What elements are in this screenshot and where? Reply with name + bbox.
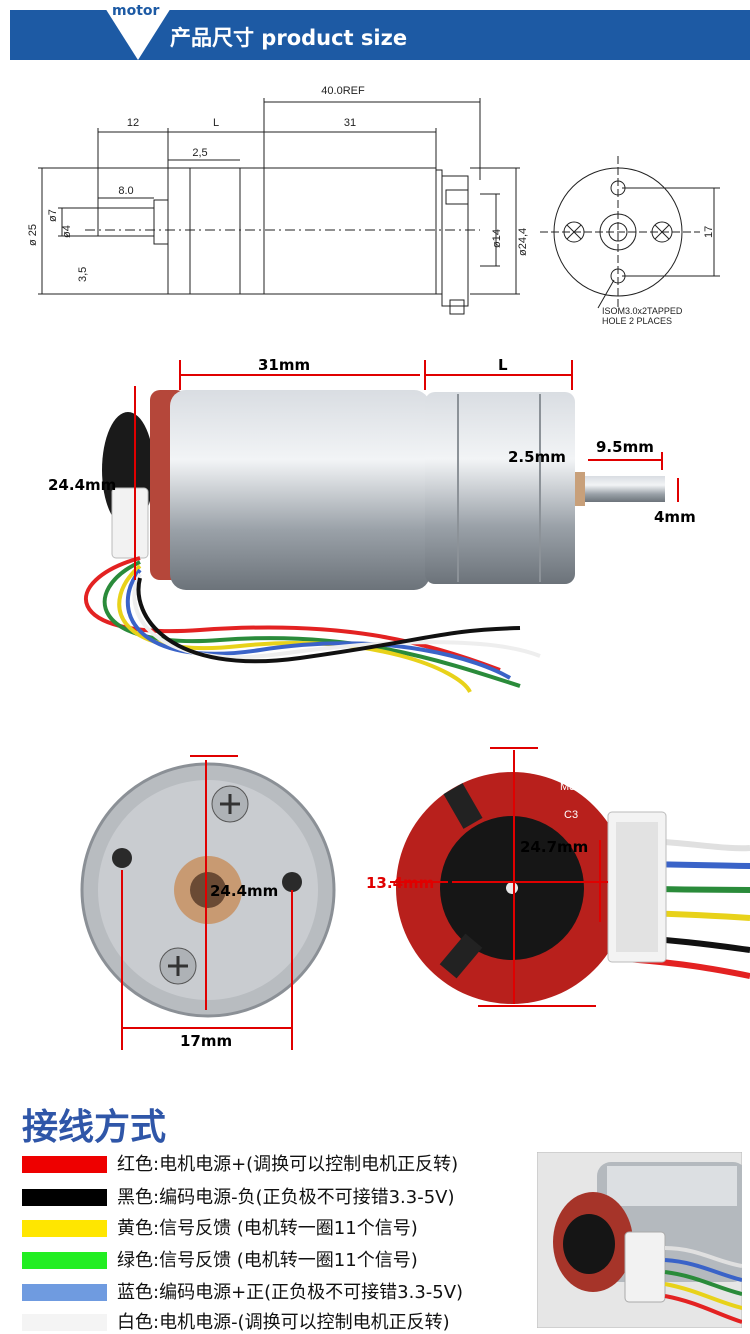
wire-swatch-green	[22, 1252, 107, 1269]
dim-40ref: 40.0REF	[321, 85, 365, 97]
dim-8: 8.0	[118, 185, 133, 197]
pcb-m3: M3	[560, 781, 575, 793]
wire-text-white: 白色:电机电源-(调换可以控制电机正反转)	[117, 1312, 450, 1333]
wire-text-green: 绿色:信号反馈 (电机转一圈11个信号)	[117, 1250, 418, 1271]
header-tag: motor	[112, 3, 160, 19]
encoder-end-photo: M3 C3 24.7mm 13.4mm	[366, 747, 750, 1007]
motor-thumbnail-photo	[537, 1152, 742, 1328]
dim-phi24-4: ø24,4	[517, 228, 529, 256]
wire-swatch-yellow	[22, 1220, 107, 1237]
note-line2: HOLE 2 PLACES	[602, 316, 672, 326]
wire-swatch-blue	[22, 1284, 107, 1301]
pcb-c3: C3	[564, 809, 578, 821]
wire-text-blue: 蓝色:编码电源+正(正负极不可接错3.3-5V)	[117, 1282, 464, 1303]
dim-31: 31	[344, 117, 356, 129]
wire-row-white: 白色:电机电源-(调换可以控制电机正反转)	[22, 1308, 542, 1333]
dim-phi14: ø14	[491, 229, 503, 248]
wire-text-yellow: 黄色:信号反馈 (电机转一圈11个信号)	[117, 1218, 418, 1239]
header-notch	[100, 0, 176, 60]
wire-swatch-black	[22, 1189, 107, 1206]
wire-swatch-red	[22, 1156, 107, 1173]
dim-phi25: ø 25	[27, 224, 39, 246]
dim-2-5: 2,5	[192, 147, 207, 159]
header-title: 产品尺寸 product size	[170, 26, 408, 50]
wire-row-green: 绿色:信号反馈 (电机转一圈11个信号)	[22, 1246, 542, 1271]
gearbox	[425, 392, 575, 584]
dim-L: L	[213, 117, 219, 129]
wire-swatch-white	[22, 1314, 107, 1331]
wire-row-red: 红色:电机电源+(调换可以控制电机正反转)	[22, 1150, 542, 1175]
label-hole-spacing: 17mm	[180, 1032, 232, 1050]
dimension-drawing: 40.0REF 12 L 31 2,5 8.0 ø 25 ø7 ø4 3,5 ø…	[27, 85, 720, 326]
note-line1: ISOM3.0x2TAPPED	[602, 306, 683, 316]
wire-row-yellow: 黄色:信号反馈 (电机转一圈11个信号)	[22, 1214, 542, 1239]
motor-body	[170, 390, 430, 590]
label-shaft-len: 9.5mm	[596, 438, 654, 456]
label-dia-24-4: 24.4mm	[48, 476, 116, 494]
wire-row-blue: 蓝色:编码电源+正(正负极不可接错3.3-5V)	[22, 1278, 542, 1303]
label-L: L	[498, 356, 508, 374]
wire-text-black: 黑色:编码电源-负(正负极不可接错3.3-5V)	[117, 1187, 455, 1208]
label-encoder-inner: 13.4mm	[366, 874, 434, 892]
label-31mm: 31mm	[258, 356, 310, 374]
dim-12: 12	[127, 117, 139, 129]
connector	[111, 487, 149, 559]
label-encoder-dia: 24.7mm	[520, 838, 588, 856]
wiring-title: 接线方式	[22, 1107, 167, 1148]
label-flange: 2.5mm	[508, 448, 566, 466]
motor-side-photo: 31mm L 24.4mm 2.5mm 9.5mm 4mm	[48, 356, 696, 694]
gearbox-end-photo: 24.4mm 17mm	[80, 755, 336, 1050]
label-end-dia: 24.4mm	[210, 882, 278, 900]
dim-phi7: ø7	[47, 209, 59, 222]
wire-text-red: 红色:电机电源+(调换可以控制电机正反转)	[117, 1154, 459, 1175]
shaft	[585, 476, 665, 502]
label-shaft-dia: 4mm	[654, 508, 696, 526]
header-banner: motor 产品尺寸 product size	[0, 0, 750, 66]
dim-17: 17	[703, 226, 715, 238]
dim-phi4: ø4	[61, 225, 73, 238]
dim-3-5: 3,5	[77, 267, 89, 282]
wire-row-black: 黑色:编码电源-负(正负极不可接错3.3-5V)	[22, 1183, 542, 1208]
